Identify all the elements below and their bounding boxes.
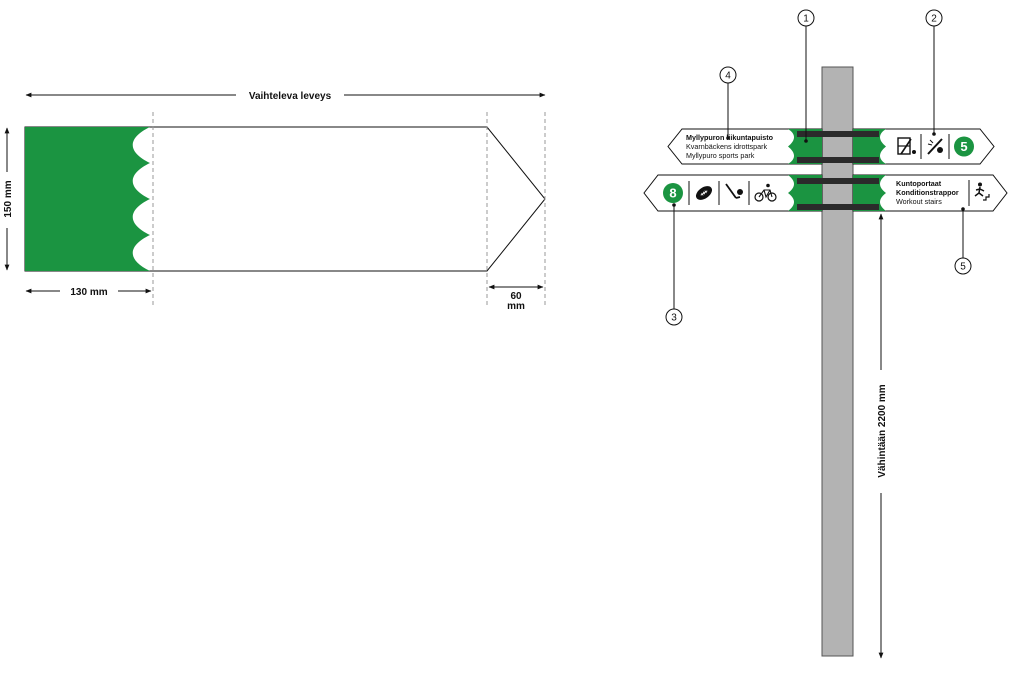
left-width-label: 130 mm	[70, 287, 107, 298]
number-badge	[954, 136, 974, 157]
sign-dimension-drawing: Vaihteleva leveys 150 mm 130 mm 60 mm	[3, 91, 546, 312]
svg-text:4: 4	[725, 71, 731, 82]
baseball-icon	[927, 138, 943, 155]
signpost-illustration: Myllypuron liikuntapuisto Kvarnbäckens i…	[643, 9, 1008, 659]
callout-5: 5	[954, 207, 972, 275]
american-football-icon	[695, 186, 713, 200]
svg-text:3: 3	[671, 313, 677, 324]
width-dimension-label: Vaihteleva leveys	[249, 91, 332, 102]
sign-top-left: Myllypuron liikuntapuisto Kvarnbäckens i…	[667, 128, 823, 165]
number-badge	[663, 183, 683, 203]
signpost-pole	[821, 66, 854, 657]
hockey-icon	[725, 183, 743, 199]
sign-bottom-left: 8	[643, 174, 823, 212]
callout-3: 3	[665, 203, 683, 326]
svg-text:5: 5	[960, 262, 966, 273]
sign-line-2: Kvarnbäckens idrottspark	[686, 142, 768, 151]
green-wavy-edge	[853, 129, 886, 164]
callout-1: 1	[797, 9, 815, 143]
stairs-running-icon	[974, 182, 990, 201]
cycling-icon	[754, 183, 777, 202]
tip-width-unit: mm	[507, 301, 525, 312]
green-wavy-panel	[25, 127, 150, 271]
tip-width-value: 60	[510, 291, 522, 302]
number-badge-label: 5	[960, 139, 967, 154]
callout-2: 2	[925, 9, 943, 136]
sign-top-right: 5	[852, 128, 995, 165]
svg-text:1: 1	[803, 14, 809, 25]
mounting-bracket	[797, 131, 879, 137]
min-height-label: Vähintään 2200 mm	[877, 384, 888, 477]
number-badge-label: 8	[669, 186, 676, 201]
green-wavy-edge	[788, 129, 822, 164]
callout-4: 4	[719, 66, 737, 140]
svg-text:2: 2	[931, 14, 937, 25]
sign-line-3: Workout stairs	[896, 197, 942, 206]
mounting-bracket	[797, 157, 879, 163]
mounting-bracket	[797, 204, 879, 210]
sign-line-1: Kuntoportaat	[896, 179, 942, 188]
sign-line-1: Myllypuron liikuntapuisto	[686, 133, 774, 142]
mounting-bracket	[797, 178, 879, 184]
tennis-court-icon	[897, 137, 916, 155]
sign-line-3: Myllypuro sports park	[686, 151, 755, 160]
height-dimension-label: 150 mm	[3, 180, 14, 217]
sign-line-2: Konditionstrappor	[896, 188, 959, 197]
